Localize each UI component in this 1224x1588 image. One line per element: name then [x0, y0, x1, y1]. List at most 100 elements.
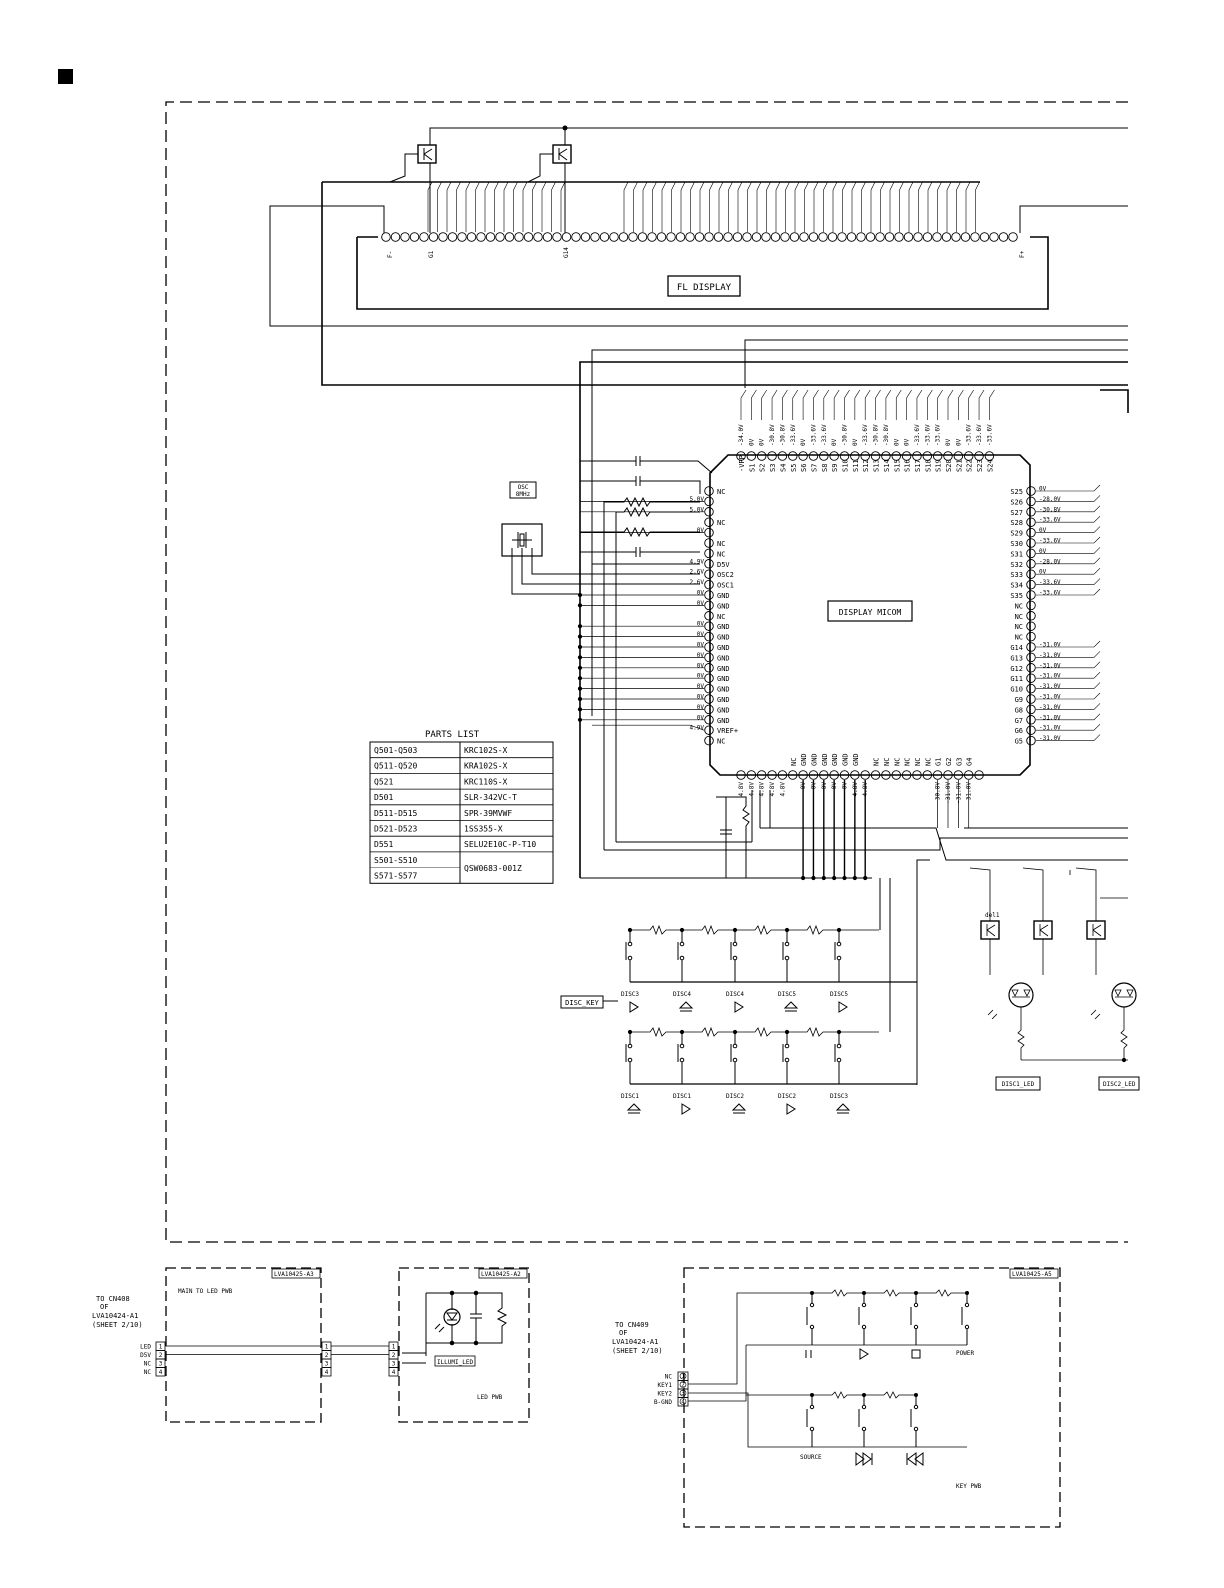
- a3-pin-number: 2: [159, 1352, 163, 1359]
- micom-left-pin-name: OSC1: [717, 582, 734, 590]
- micom-left-pin-voltage: 0V: [697, 704, 705, 711]
- junction-dot: [627, 927, 633, 933]
- micom-right-pin-name: S35: [1010, 592, 1023, 600]
- micom-left-pin: [704, 496, 714, 507]
- fl-pin: [400, 232, 410, 242]
- junction-dot: [577, 696, 583, 702]
- switch-contact: [679, 1057, 685, 1063]
- micom-bottom-pin-voltage: -30.8V: [935, 782, 942, 804]
- micom-bottom-pin: [881, 770, 891, 780]
- micom-top-pin-name: S20: [945, 459, 953, 472]
- a5-tact-switch: [806, 1395, 813, 1447]
- eject-symbol: [678, 1001, 694, 1012]
- switch-contact: [732, 1043, 738, 1049]
- fl-pin: [951, 232, 961, 242]
- fl-lead: [680, 181, 686, 232]
- osc-label-box: [509, 481, 537, 499]
- fl-pin: [656, 232, 667, 242]
- switch-contact: [809, 1302, 815, 1308]
- top-lead: [751, 389, 757, 420]
- micom-right-pin-name: S33: [1010, 571, 1023, 579]
- micom-top-pin-name: S2: [759, 464, 767, 472]
- micom-bottom-pin-name: GND: [810, 753, 818, 766]
- micom-bottom-pin: [870, 770, 881, 780]
- switch-contact: [913, 1302, 919, 1308]
- fl-lead: [623, 181, 629, 232]
- fl-lead: [975, 181, 980, 232]
- micom-right-pin-name: S25: [1010, 488, 1023, 496]
- junction-dot: [965, 1291, 969, 1295]
- panel-a3-tag: LVA10425-A3: [274, 1271, 314, 1278]
- junction-dot: [577, 655, 583, 660]
- micom-left-pin-name: NC: [717, 613, 725, 621]
- micom-top-pin: [850, 451, 860, 461]
- micom-left-pin: [704, 683, 714, 694]
- micom-outer-frame: [579, 361, 1129, 878]
- micom-right-pin-name: G14: [1010, 644, 1023, 652]
- junction-dot: [577, 707, 583, 712]
- a5-pin-circle: [679, 1398, 687, 1405]
- switch-contact: [913, 1404, 919, 1410]
- micom-right-pin: [1026, 538, 1036, 548]
- micom-top-pin: [756, 451, 767, 461]
- crystal-symbol: [511, 532, 533, 556]
- fl-pin: [552, 232, 562, 242]
- switch-contact: [627, 1043, 633, 1049]
- a2-pin-number: 2: [392, 1352, 396, 1359]
- fl-pin: [932, 232, 942, 242]
- fl-pin: [979, 232, 990, 242]
- fl-lead: [965, 181, 971, 232]
- a5-pin-name: B-GND: [654, 1399, 672, 1406]
- fl-lead: [766, 181, 771, 232]
- micom-bottom-pin: [953, 770, 964, 780]
- switch-contact: [784, 1043, 790, 1049]
- micom-left-pin-name: GND: [717, 623, 730, 631]
- a3-connector-pin: [155, 1367, 166, 1377]
- micom-bottom-pin: [901, 770, 912, 780]
- top-lead: [823, 389, 830, 420]
- junction-dot: [914, 1291, 918, 1295]
- micom-top-pin-voltage: -33.6V: [790, 424, 797, 446]
- fl-display-body: [356, 236, 1049, 310]
- junction-dot: [473, 1290, 479, 1296]
- a5-tact-switch: [858, 1395, 865, 1447]
- transistor-q501: [417, 144, 437, 164]
- fl-pin: [457, 232, 467, 242]
- micom-left-pin: [704, 621, 714, 631]
- panel-a3-to-4: (SHEET 2/10): [92, 1321, 143, 1329]
- micom-left-pin-voltage: 0V: [697, 621, 705, 628]
- fl-lead: [437, 181, 442, 232]
- eject-symbol: [626, 1103, 642, 1114]
- micom-bottom-pin-name: GND: [821, 753, 829, 766]
- parts-ref: Q511-Q520: [374, 762, 418, 771]
- micom-left-pin: [704, 590, 714, 600]
- fl-pin: [808, 232, 819, 242]
- fl-label-f-minus: F-: [387, 251, 394, 258]
- micom-right-pin: [1026, 673, 1036, 683]
- fl-display-title-box: [667, 275, 741, 297]
- micom-bottom-pin-voltage: -31.0V: [955, 782, 962, 804]
- fl-pin: [447, 232, 458, 242]
- micom-right-pin-name: G5: [1015, 738, 1023, 746]
- micom-top-pin-voltage: -33.6V: [810, 424, 817, 446]
- micom-left-pin-voltage: 0V: [697, 652, 705, 659]
- disc-key-label: DISC_KEY: [565, 999, 600, 1007]
- play-symbol: [681, 1103, 691, 1115]
- junction-dot: [863, 875, 868, 881]
- disc-key-label: DISC1: [621, 1093, 639, 1100]
- micom-right-pin: [1026, 683, 1036, 694]
- parts-ref: Q521: [374, 777, 393, 786]
- fl-lead: [560, 181, 566, 232]
- junction-dot: [852, 875, 857, 881]
- micom-top-pin: [788, 451, 798, 461]
- junction-dot: [832, 875, 837, 881]
- micom-left-pin-voltage: 0V: [697, 662, 705, 669]
- micom-left-pin: [704, 611, 714, 621]
- micom-bottom-pin: [777, 770, 788, 780]
- micom-bottom-pin-name: GND: [842, 753, 850, 766]
- fl-pin: [770, 232, 781, 242]
- switch-contact: [861, 1324, 867, 1330]
- micom-left-pin: [704, 704, 714, 715]
- right-lead: [1036, 588, 1101, 596]
